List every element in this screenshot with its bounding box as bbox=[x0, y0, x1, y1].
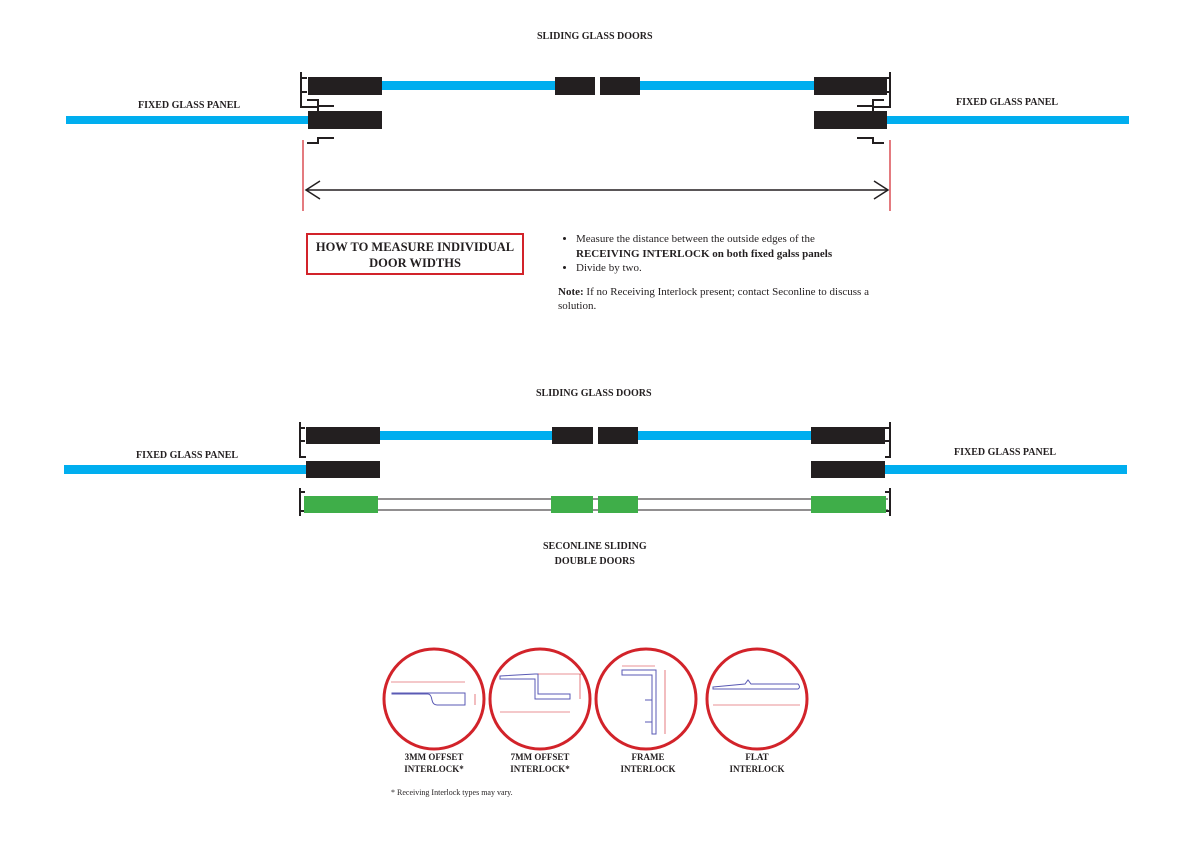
seconline-interlock-center-right bbox=[598, 496, 638, 513]
frame-bracket-right bbox=[857, 72, 891, 144]
receiving-interlock-right bbox=[811, 461, 885, 478]
door-glass-right bbox=[638, 431, 811, 440]
diagram-2 bbox=[64, 422, 1127, 516]
interlock-center-left bbox=[552, 427, 593, 444]
note: Note: If no Receiving Interlock present;… bbox=[558, 285, 869, 313]
fixed-panel-right-label: FIXED GLASS PANEL bbox=[954, 447, 1057, 458]
fixed-panel-right-label: FIXED GLASS PANEL bbox=[956, 97, 1059, 108]
interlock-top-left bbox=[308, 77, 382, 95]
instruction-1: Measure the distance between the outside… bbox=[576, 232, 898, 261]
seconline-caption: SECONLINE SLIDING DOUBLE DOORS bbox=[543, 541, 647, 567]
interlock-center-left bbox=[555, 77, 595, 95]
diagram-1-title: SLIDING GLASS DOORS bbox=[537, 31, 653, 42]
seconline-door-right bbox=[811, 496, 886, 513]
fixed-panel-left-label: FIXED GLASS PANEL bbox=[136, 450, 239, 461]
interlock-center-right bbox=[600, 77, 640, 95]
frame-bracket-right bbox=[885, 422, 891, 516]
door-glass-left bbox=[380, 431, 552, 440]
receiving-interlock-left bbox=[308, 111, 382, 129]
how-to-line-1: HOW TO MEASURE INDIVIDUAL bbox=[315, 240, 515, 254]
interlock-top-right bbox=[814, 77, 887, 95]
frame-bracket-left bbox=[299, 422, 306, 516]
receiving-interlock-right bbox=[814, 111, 887, 129]
how-to-line-2: DOOR WIDTHS bbox=[369, 256, 461, 270]
frame-bracket-left bbox=[300, 72, 334, 144]
seconline-door-left bbox=[304, 496, 378, 513]
measure-instructions: Measure the distance between the outside… bbox=[558, 232, 898, 314]
door-glass-right bbox=[640, 81, 814, 90]
fixed-glass-right bbox=[887, 116, 1129, 124]
interlock-7mm-offset-diagram bbox=[488, 647, 592, 751]
fixed-glass-left bbox=[64, 465, 306, 474]
interlock-frame-diagram bbox=[594, 647, 698, 751]
interlock-top-right bbox=[811, 427, 885, 444]
interlock-3mm-offset-diagram bbox=[382, 647, 486, 751]
interlock-center-right bbox=[598, 427, 638, 444]
how-to-measure-box: HOW TO MEASURE INDIVIDUAL DOOR WIDTHS bbox=[306, 233, 524, 275]
instruction-2: Divide by two. bbox=[576, 261, 898, 276]
fixed-panel-left-label: FIXED GLASS PANEL bbox=[138, 100, 241, 111]
diagram-1 bbox=[66, 72, 1129, 211]
seconline-interlock-center-left bbox=[551, 496, 593, 513]
fixed-glass-right bbox=[885, 465, 1127, 474]
interlock-top-left bbox=[306, 427, 380, 444]
footnote: * Receiving Interlock types may vary. bbox=[391, 788, 513, 797]
double-arrow-icon bbox=[304, 180, 890, 200]
receiving-interlock-left bbox=[306, 461, 380, 478]
interlock-flat-diagram bbox=[705, 647, 809, 751]
diagram-2-title: SLIDING GLASS DOORS bbox=[536, 388, 652, 399]
fixed-glass-left bbox=[66, 116, 308, 124]
door-glass-left bbox=[382, 81, 555, 90]
